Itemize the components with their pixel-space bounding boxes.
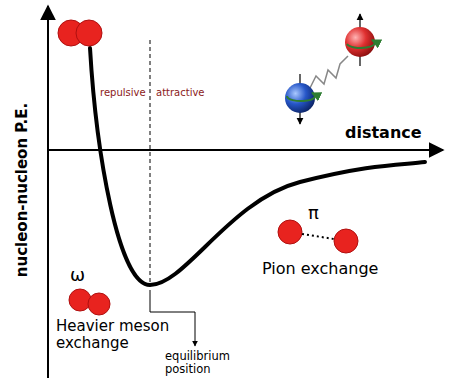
nucleon: [278, 220, 302, 244]
axis-title: nucleon-nucleon P.E.: [14, 103, 31, 277]
nucleon: [69, 289, 91, 311]
region-label: attractive: [156, 87, 204, 98]
spin-curl: [347, 40, 375, 48]
pion-line: [302, 234, 334, 239]
x-axis: [48, 149, 443, 151]
meson-symbol: ω: [70, 265, 85, 285]
meson-symbol: π: [308, 203, 319, 223]
spring: [310, 56, 348, 88]
exchange-label: Heavier meson exchange: [56, 318, 176, 351]
y-axis: [47, 6, 49, 378]
pointer-label: equilibrium position: [165, 350, 245, 375]
neutron-sphere: [285, 83, 315, 113]
potential-curve: [90, 48, 425, 285]
nucleon: [88, 293, 110, 315]
proton-sphere: [345, 27, 375, 57]
divider-line: [150, 40, 151, 284]
nucleon: [76, 20, 102, 46]
nucleon: [334, 229, 358, 253]
exchange-label: Pion exchange: [262, 260, 378, 278]
axis-title: distance: [345, 124, 422, 142]
spin-curl: [287, 93, 315, 101]
region-label: repulsive: [100, 87, 146, 98]
